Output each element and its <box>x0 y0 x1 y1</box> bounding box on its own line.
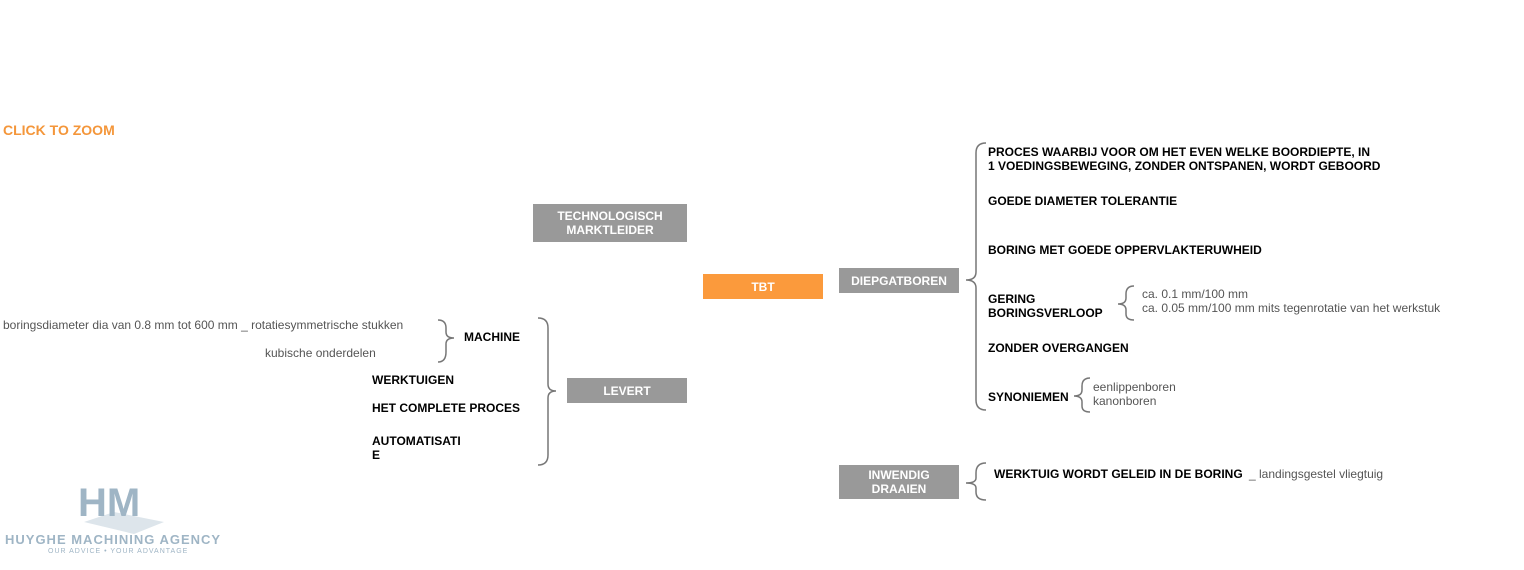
item-werktuigen[interactable]: WERKTUIGEN <box>372 373 454 387</box>
node-label: TBT <box>751 279 775 294</box>
item-oppervlakteruwheid[interactable]: BORING MET GOEDE OPPERVLAKTERUWHEID <box>988 243 1262 257</box>
gering-child-2: ca. 0.05 mm/100 mm mits tegenrotatie van… <box>1142 301 1441 315</box>
item-label-line1: GERING <box>988 292 1036 306</box>
item-het-complete-proces[interactable]: HET COMPLETE PROCES <box>372 401 521 415</box>
item-label-line1: PROCES WAARBIJ VOOR OM HET EVEN WELKE BO… <box>988 145 1371 159</box>
machine-bracket <box>437 319 455 363</box>
logo: HM HUYGHE MACHINING AGENCY OUR ADVICE • … <box>0 468 230 568</box>
node-technologisch-marktleider[interactable]: TECHNOLOGISCH MARKTLEIDER <box>533 204 687 242</box>
logo-tagline: OUR ADVICE • YOUR ADVANTAGE <box>48 548 189 555</box>
item-label-line1: AUTOMATISATI <box>372 434 461 448</box>
logo-name: HUYGHE MACHINING AGENCY <box>5 532 222 547</box>
logo-hm-mark-icon: HM <box>78 481 164 534</box>
gering-bracket <box>1117 285 1135 321</box>
item-label-line2: 1 VOEDINGSBEWEGING, ZONDER ONTSPANEN, WO… <box>988 159 1381 173</box>
synoniemen-bracket <box>1073 377 1091 413</box>
machine-child-boringsdiameter: boringsdiameter dia van 0.8 mm tot 600 m… <box>3 318 404 332</box>
gering-child-1: ca. 0.1 mm/100 mm <box>1142 287 1249 301</box>
item-zonder-overgangen[interactable]: ZONDER OVERGANGEN <box>988 341 1129 355</box>
node-label-line2: DRAAIEN <box>871 482 927 496</box>
item-goede-diameter-tolerantie[interactable]: GOEDE DIAMETER TOLERANTIE <box>988 194 1178 208</box>
werktuig-note: _ landingsgestel vliegtuig <box>1249 467 1384 481</box>
logo-letters: HM <box>78 481 140 525</box>
node-diepgatboren[interactable]: DIEPGATBOREN <box>839 268 959 293</box>
node-tbt[interactable]: TBT <box>703 274 823 299</box>
node-label-line2: MARKTLEIDER <box>566 223 654 237</box>
node-label: LEVERT <box>603 383 651 398</box>
node-label: DIEPGATBOREN <box>851 273 947 288</box>
item-synoniemen[interactable]: SYNONIEMEN <box>988 390 1069 404</box>
item-gering-boringsverloop[interactable]: GERING BORINGSVERLOOP <box>988 292 1103 320</box>
synoniem-eenlippenboren: eenlippenboren <box>1093 380 1176 394</box>
machine-child-kubisch: kubische onderdelen <box>265 346 376 360</box>
item-label-line2: E <box>372 448 381 462</box>
levert-bracket <box>537 317 557 466</box>
node-label-line1: TECHNOLOGISCH <box>557 209 663 223</box>
inwendig-bracket <box>965 462 987 501</box>
item-proces-definitie[interactable]: PROCES WAARBIJ VOOR OM HET EVEN WELKE BO… <box>988 145 1380 173</box>
synoniem-kanonboren: kanonboren <box>1093 394 1157 408</box>
item-label-line2: BORINGSVERLOOP <box>988 306 1103 320</box>
node-label-line1: INWENDIG <box>868 468 930 482</box>
item-automatisatie[interactable]: AUTOMATISATI E <box>372 434 461 462</box>
item-machine[interactable]: MACHINE <box>464 330 520 344</box>
diepgat-bracket <box>965 142 987 411</box>
node-levert[interactable]: LEVERT <box>567 378 687 403</box>
node-inwendig-draaien[interactable]: INWENDIG DRAAIEN <box>839 465 959 499</box>
click-to-zoom-link[interactable]: CLICK TO ZOOM <box>3 122 115 138</box>
item-werktuig-geleid[interactable]: WERKTUIG WORDT GELEID IN DE BORING <box>994 467 1243 481</box>
